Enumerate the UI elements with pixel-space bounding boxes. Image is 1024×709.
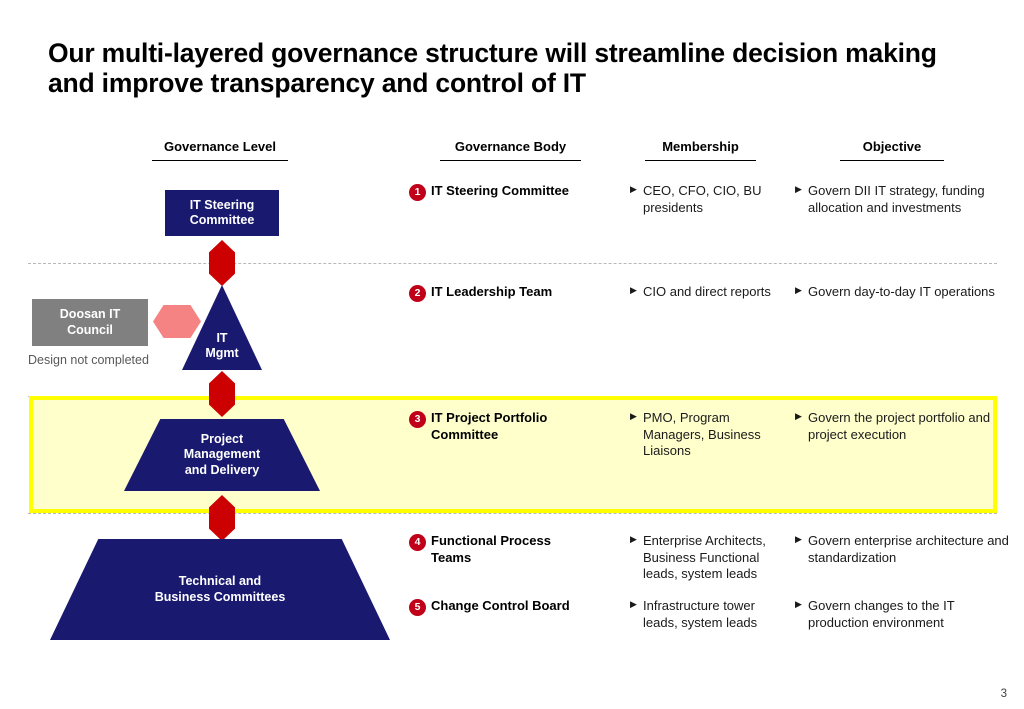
design-not-completed-note: Design not completed — [28, 353, 149, 367]
pink-hexagon-connector-icon — [153, 305, 201, 338]
column-header-governance-level: Governance Level — [152, 139, 288, 161]
column-header-membership: Membership — [645, 139, 756, 161]
pmd-label-line2: Management — [183, 447, 261, 462]
shape-label-pmd: Project Management and Delivery — [184, 432, 260, 478]
steering-label-line2: Committee — [189, 213, 255, 227]
band-separator-3 — [28, 513, 997, 514]
row-badge-5: 5 — [409, 599, 426, 616]
page-number: 3 — [1000, 688, 1007, 700]
shape-label-mgmt: IT Mgmt — [205, 331, 238, 371]
mgmt-label-line1: IT — [216, 330, 228, 345]
row-body-label-4: Functional Process Teams — [431, 533, 551, 565]
shape-label-tbc: Technical and Business Committees — [155, 574, 286, 605]
shape-doosan-it-council: Doosan IT Council — [32, 299, 148, 346]
row-body-label-5: Change Control Board — [431, 598, 570, 613]
row-objective-4: Govern enterprise architecture and stand… — [795, 533, 1016, 566]
row-objective-1: Govern DII IT strategy, funding allocati… — [795, 183, 1016, 216]
connector-diamond-1 — [209, 240, 235, 286]
row-body-label-3: IT Project Portfolio Committee — [431, 410, 548, 442]
tbc-label-line1: Technical and — [178, 574, 262, 589]
column-header-governance-body: Governance Body — [440, 139, 581, 161]
shape-label-steering: IT Steering Committee — [190, 198, 255, 229]
row-badge-4: 4 — [409, 534, 426, 551]
mgmt-label-line2: Mgmt — [205, 345, 239, 360]
band-separator-1 — [28, 263, 997, 264]
shape-technical-and-business-committees: Technical and Business Committees — [50, 539, 390, 640]
doosan-label-line2: Council — [67, 322, 113, 337]
pmd-label-line1: Project — [200, 432, 244, 447]
row-badge-2: 2 — [409, 285, 426, 302]
column-header-objective: Objective — [840, 139, 944, 161]
row-body-label-1: IT Steering Committee — [431, 183, 569, 198]
row-objective-2: Govern day-to-day IT operations — [795, 284, 1016, 301]
shape-label-doosan-council: Doosan IT Council — [60, 307, 120, 338]
shape-project-management-and-delivery: Project Management and Delivery — [124, 419, 320, 491]
steering-label-line1: IT Steering — [189, 197, 255, 212]
row-badge-1: 1 — [409, 184, 426, 201]
doosan-label-line1: Doosan IT — [59, 307, 121, 322]
row-membership-5: Infrastructure tower leads, system leads — [630, 598, 763, 631]
page-title: Our multi-layered governance structure w… — [48, 38, 937, 99]
row-membership-4: Enterprise Architects, Business Function… — [630, 533, 771, 583]
tbc-label-line2: Business Committees — [154, 589, 286, 604]
row-membership-2: CIO and direct reports — [630, 284, 808, 301]
row-membership-3: PMO, Program Managers, Business Liaisons — [630, 410, 763, 460]
row-body-label-2: IT Leadership Team — [431, 284, 553, 299]
row-objective-5: Govern changes to the IT production envi… — [795, 598, 978, 631]
shape-it-steering-committee: IT Steering Committee — [165, 190, 279, 236]
row-membership-1: CEO, CFO, CIO, BU presidents — [630, 183, 793, 216]
row-badge-3: 3 — [409, 411, 426, 428]
row-objective-3: Govern the project portfolio and project… — [795, 410, 1016, 443]
pmd-label-line3: and Delivery — [184, 462, 260, 477]
